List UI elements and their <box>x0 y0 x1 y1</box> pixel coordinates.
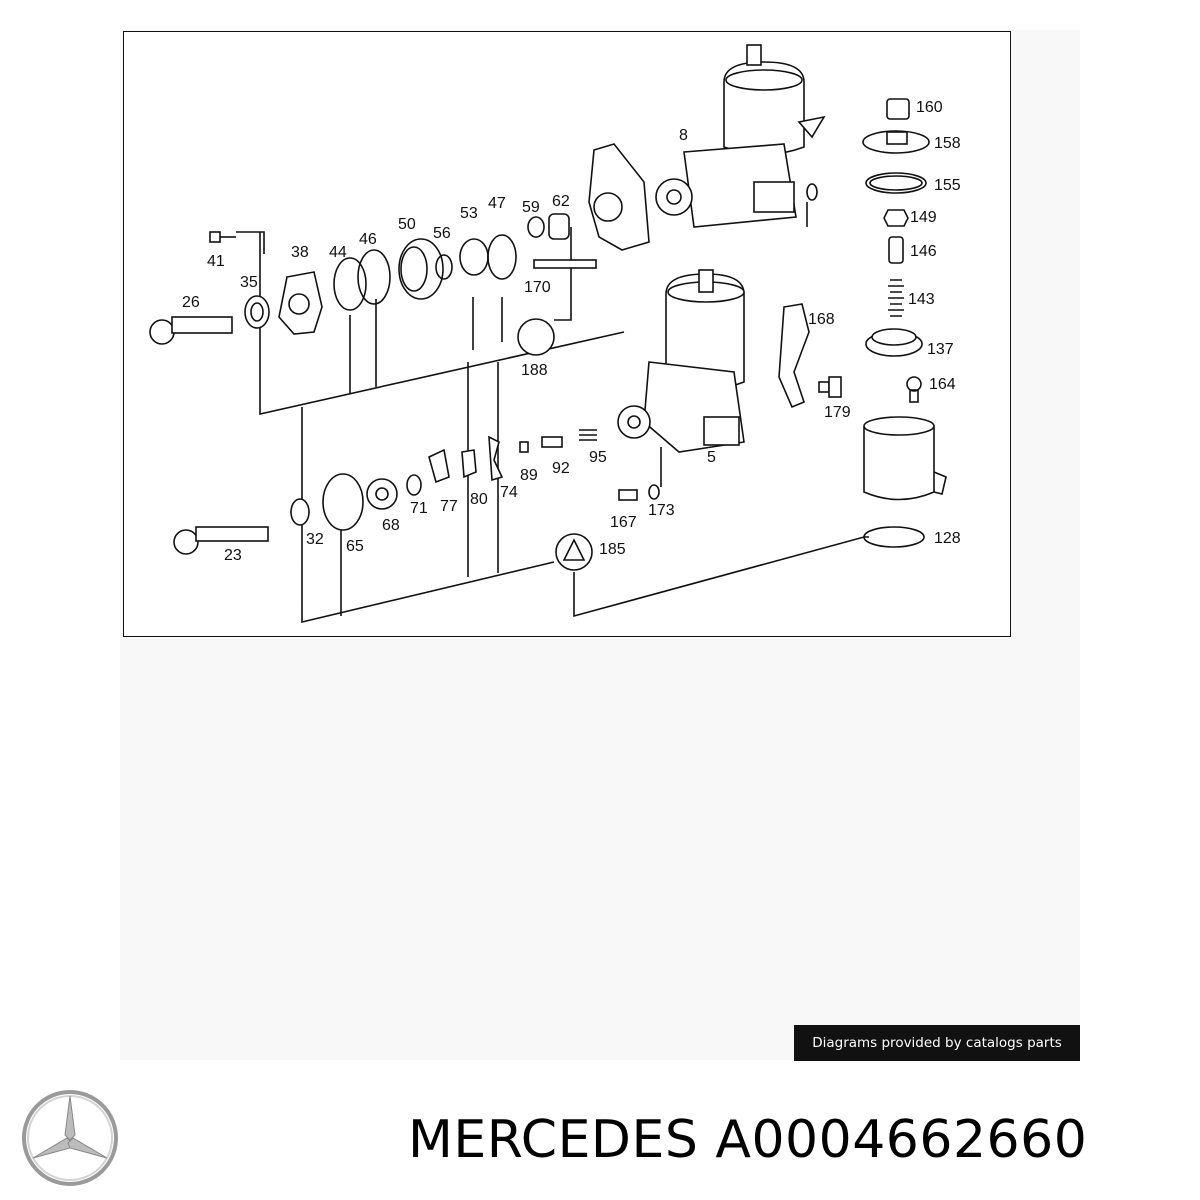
product-title: MERCEDES A0004662660 <box>408 1110 1087 1170</box>
part-label-167: 167 <box>610 514 637 531</box>
part-label-56: 56 <box>433 225 451 242</box>
part-label-38: 38 <box>291 244 309 261</box>
part-label-50: 50 <box>398 216 416 233</box>
part-label-44: 44 <box>329 244 347 261</box>
part-label-164: 164 <box>929 376 956 393</box>
part-label-128: 128 <box>934 530 961 547</box>
mercedes-star-icon-graphic <box>22 1090 118 1186</box>
part-label-160: 160 <box>916 99 943 116</box>
part-label-5: 5 <box>707 449 716 466</box>
brand-name: MERCEDES <box>408 1110 699 1170</box>
part-label-185: 185 <box>599 541 626 558</box>
power-steering-pump-upper <box>588 44 826 251</box>
mercedes-star-icon <box>20 1088 120 1188</box>
part-label-179: 179 <box>824 404 851 421</box>
exploded-parts-diagram: 160 158 155 149 146 143 137 164 168 179 … <box>123 31 1011 637</box>
part-label-188: 188 <box>521 362 548 379</box>
part-label-137: 137 <box>927 341 954 358</box>
power-steering-pump-lower <box>617 269 745 453</box>
part-label-158: 158 <box>934 135 961 152</box>
upper-component-stack <box>149 213 597 356</box>
part-label-146: 146 <box>910 243 937 260</box>
diagram-credit-badge: Diagrams provided by catalogs parts <box>794 1025 1080 1061</box>
part-label-155: 155 <box>934 177 961 194</box>
part-label-62: 62 <box>552 193 570 210</box>
part-label-8: 8 <box>679 127 688 144</box>
part-label-32: 32 <box>306 531 324 548</box>
lower-component-stack <box>173 429 660 571</box>
part-label-80: 80 <box>470 491 488 508</box>
part-label-89: 89 <box>520 467 538 484</box>
part-label-68: 68 <box>382 517 400 534</box>
part-label-173: 173 <box>648 502 675 519</box>
part-label-92: 92 <box>552 460 570 477</box>
part-label-47: 47 <box>488 195 506 212</box>
part-label-74: 74 <box>500 484 518 501</box>
part-label-77: 77 <box>440 498 458 515</box>
part-label-35: 35 <box>240 274 258 291</box>
part-label-149: 149 <box>910 209 937 226</box>
part-label-59: 59 <box>522 199 540 216</box>
part-label-65: 65 <box>346 538 364 555</box>
part-label-168: 168 <box>808 311 835 328</box>
part-number-labels: 160 158 155 149 146 143 137 164 168 179 … <box>182 99 961 564</box>
part-label-95: 95 <box>589 449 607 466</box>
part-number: A0004662660 <box>715 1110 1088 1170</box>
part-label-46: 46 <box>359 231 377 248</box>
part-label-26: 26 <box>182 294 200 311</box>
part-label-41: 41 <box>207 253 225 270</box>
reservoir-parts <box>778 98 947 548</box>
part-label-143: 143 <box>908 291 935 308</box>
diagram-canvas: 160 158 155 149 146 143 137 164 168 179 … <box>149 44 961 624</box>
diagram-credit-text: Diagrams provided by catalogs parts <box>812 1035 1062 1051</box>
part-label-53: 53 <box>460 205 478 222</box>
part-label-170: 170 <box>524 279 551 296</box>
part-label-23: 23 <box>224 547 242 564</box>
part-label-71: 71 <box>410 500 428 517</box>
